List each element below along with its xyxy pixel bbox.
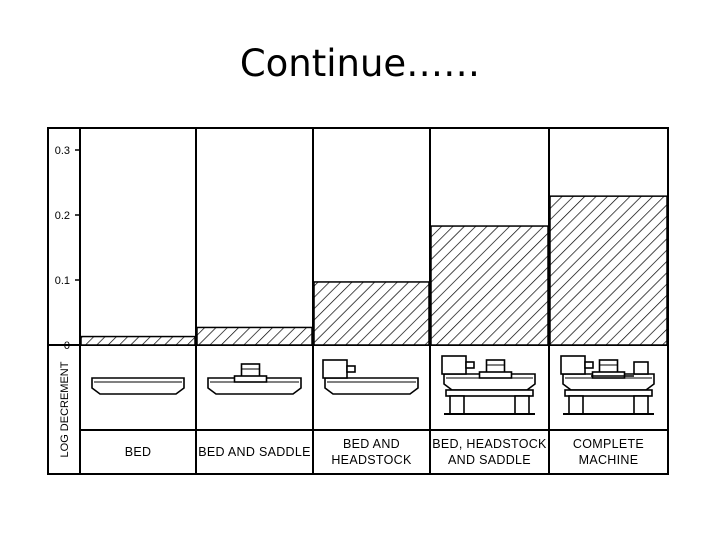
- bed-and-headstock-icon: [322, 359, 419, 395]
- bar-3: [313, 281, 430, 346]
- bed-and-saddle-icon: [207, 363, 302, 395]
- category-label: BED AND: [343, 437, 400, 451]
- slide-title: Continue……: [239, 42, 481, 85]
- category-label: MACHINE: [579, 453, 639, 467]
- category-label: BED: [125, 445, 152, 459]
- bed-headstock-saddle-icon: [441, 355, 536, 415]
- bar-1: [80, 335, 196, 346]
- complete-machine-icon: [560, 355, 655, 415]
- lathe-bed-icon: [91, 377, 185, 395]
- category-label: COMPLETE: [573, 437, 644, 451]
- category-label: HEADSTOCK: [331, 453, 412, 467]
- bar-5: [549, 195, 668, 346]
- y-tick-label: 0.1: [55, 275, 70, 287]
- figure-frame: [47, 127, 669, 475]
- y-tick-label: 0.2: [55, 210, 70, 222]
- bar-4: [430, 225, 549, 346]
- category-label: BED, HEADSTOCK: [432, 437, 547, 451]
- category-label: BED AND SADDLE: [198, 445, 311, 459]
- bar-2: [196, 326, 313, 346]
- y-tick-label: 0.3: [55, 145, 70, 157]
- category-label: AND SADDLE: [448, 453, 531, 467]
- y-axis-label: LOG DECREMENT: [59, 361, 71, 457]
